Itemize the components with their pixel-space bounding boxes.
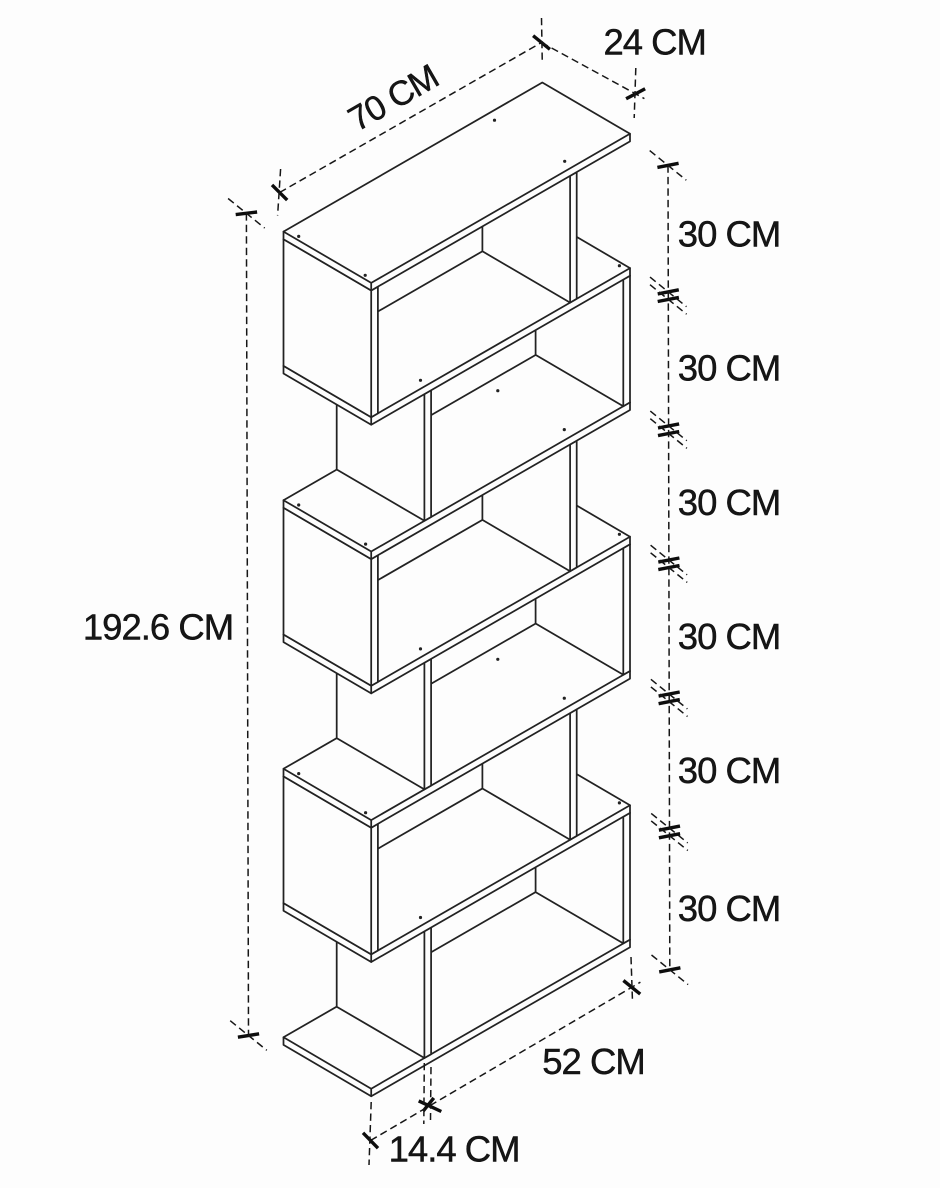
svg-text:52 CM: 52 CM xyxy=(542,1041,645,1082)
svg-text:192.6 CM: 192.6 CM xyxy=(83,606,233,647)
svg-text:30 CM: 30 CM xyxy=(678,888,781,929)
svg-text:30 CM: 30 CM xyxy=(678,214,781,255)
svg-text:30 CM: 30 CM xyxy=(678,616,781,657)
svg-text:30 CM: 30 CM xyxy=(678,482,781,523)
svg-text:14.4 CM: 14.4 CM xyxy=(389,1129,520,1170)
svg-text:24 CM: 24 CM xyxy=(603,22,706,63)
svg-text:30 CM: 30 CM xyxy=(678,750,781,791)
svg-text:30 CM: 30 CM xyxy=(678,348,781,389)
